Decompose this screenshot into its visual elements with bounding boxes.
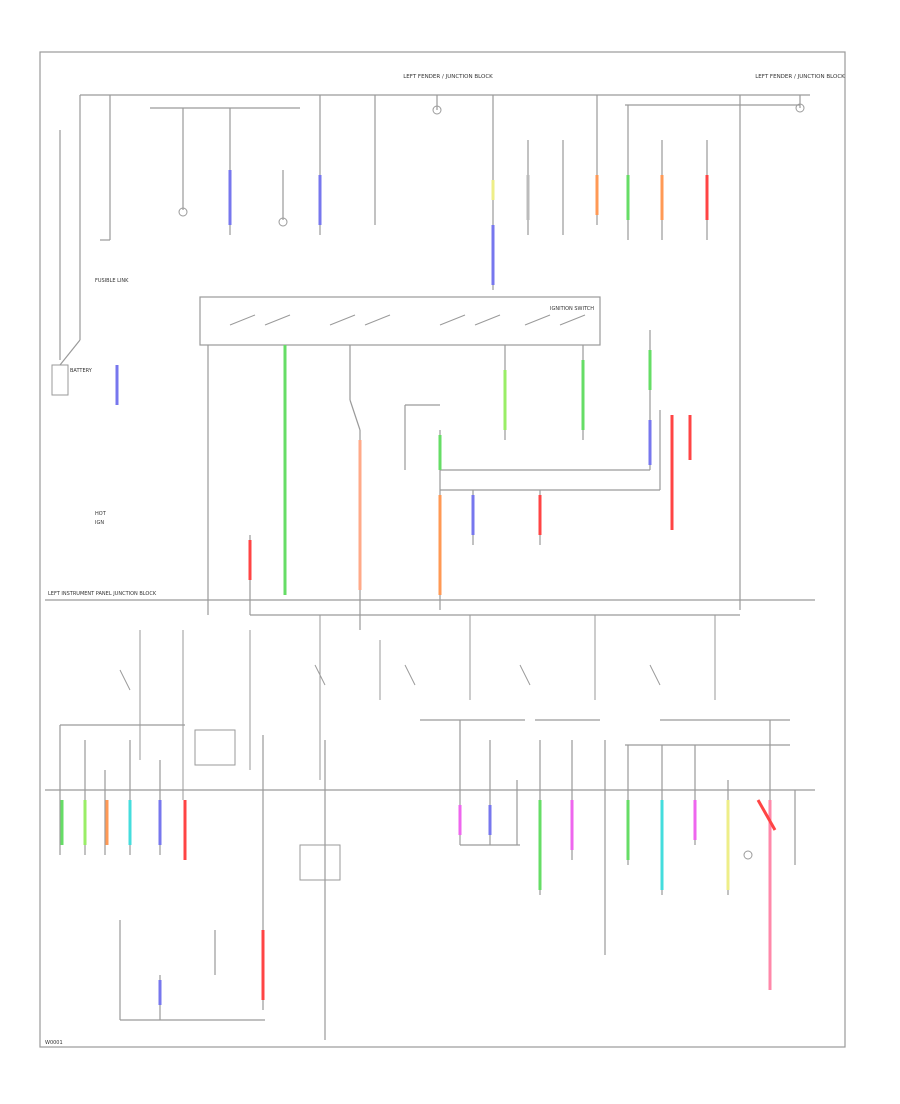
- middle-wiring: [45, 330, 815, 630]
- battery-symbol: [51, 364, 69, 396]
- legend-ign: IGN: [95, 520, 104, 526]
- ignition-switch-contacts: [229, 314, 586, 326]
- ground-symbols-top: [178, 103, 805, 227]
- header-right-label: LEFT FENDER / JUNCTION BLOCK: [755, 74, 845, 80]
- fusible-link-label: FUSIBLE LINK: [95, 278, 129, 284]
- ignition-switch-block: [199, 296, 601, 346]
- colored-wires-lower: [60, 799, 777, 1005]
- mid-divider-label: LEFT INSTRUMENT PANEL JUNCTION BLOCK: [48, 591, 157, 597]
- ignition-switch-label: IGNITION SWITCH: [550, 306, 594, 312]
- legend-hot: HOT: [95, 511, 107, 517]
- ground-symbols-lower: [299, 844, 753, 881]
- top-bus: [59, 94, 810, 610]
- battery-label: BATTERY: [70, 368, 93, 374]
- header-center-label: LEFT FENDER / JUNCTION BLOCK: [403, 74, 493, 80]
- colored-wires-top: [115, 170, 709, 405]
- diagram-frame: [39, 51, 846, 1048]
- relay-switches: [119, 615, 716, 800]
- bottom-left-code: W0001: [45, 1040, 63, 1046]
- colored-wires-middle: [248, 345, 692, 595]
